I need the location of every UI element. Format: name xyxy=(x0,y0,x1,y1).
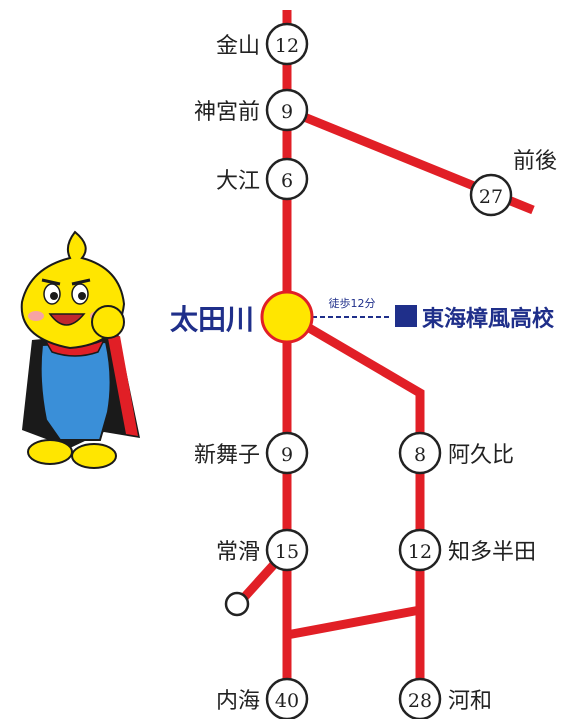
minutes-badge xyxy=(265,528,309,572)
mascot-cheek-left xyxy=(28,311,44,321)
station-name: 前後 xyxy=(513,149,557,174)
minutes-value: 15 xyxy=(275,541,299,563)
station-name: 金山 xyxy=(216,34,260,59)
station-agui: 8 阿久比 xyxy=(398,431,514,475)
minutes-value: 12 xyxy=(275,35,299,57)
minutes-badge xyxy=(398,528,442,572)
minutes-badge xyxy=(469,173,513,217)
mascot-pupil-right xyxy=(78,292,86,300)
station-name: 河和 xyxy=(448,689,492,714)
station-zengo: 27 前後 xyxy=(469,149,557,217)
minutes-value: 9 xyxy=(281,444,293,466)
station-name: 阿久比 xyxy=(448,443,514,468)
mascot-right-foot xyxy=(71,443,117,469)
station-name: 常滑 xyxy=(216,540,260,565)
station-tokoname: 15 常滑 xyxy=(216,528,309,572)
station-kowa: 28 河和 xyxy=(398,677,492,719)
station-utsumi: 40 内海 xyxy=(216,677,309,719)
mascot-left-foot xyxy=(27,439,73,465)
mascot-body xyxy=(39,340,112,441)
station-shinmaiko: 9 新舞子 xyxy=(194,431,309,475)
minutes-badge xyxy=(265,88,309,132)
mascot-fist xyxy=(91,305,125,339)
minutes-value: 6 xyxy=(281,170,293,192)
minutes-badge xyxy=(265,431,309,475)
mascot-mouth xyxy=(48,313,86,326)
minutes-badge xyxy=(265,157,309,201)
mascot-character xyxy=(20,230,140,469)
school-marker xyxy=(395,305,417,327)
mascot-brow-left xyxy=(41,278,61,286)
station-name: 知多半田 xyxy=(448,540,536,565)
minutes-value: 28 xyxy=(408,690,432,712)
otagawa-hub-circle xyxy=(260,290,314,344)
minutes-value: 40 xyxy=(275,690,299,712)
station-name: 神宮前 xyxy=(194,100,260,125)
minutes-badge xyxy=(398,677,442,719)
walk-label: 徒歩12分 xyxy=(329,296,376,310)
mascot-brow-right xyxy=(71,278,91,286)
station-name: 内海 xyxy=(216,689,260,714)
minutes-value: 12 xyxy=(408,541,432,563)
minutes-value: 9 xyxy=(281,101,293,123)
minutes-value: 8 xyxy=(414,444,426,466)
otagawa-label: 太田川 xyxy=(170,303,254,336)
mascot-pupil-left xyxy=(50,292,58,300)
minutes-badge xyxy=(265,22,309,66)
terminal-badge xyxy=(224,591,250,617)
minutes-badge xyxy=(398,431,442,475)
station-airport xyxy=(224,591,250,617)
station-name: 新舞子 xyxy=(194,443,260,468)
station-name: 大江 xyxy=(216,169,260,194)
kowa-line xyxy=(284,311,425,682)
station-jingumae: 9 神宮前 xyxy=(194,88,309,132)
station-oe: 6 大江 xyxy=(216,157,309,201)
minutes-value: 27 xyxy=(479,186,503,208)
school-name: 東海樟風高校 xyxy=(422,306,555,332)
minutes-badge xyxy=(265,677,309,719)
station-chitahanda: 12 知多半田 xyxy=(398,528,536,572)
station-kanayama: 12 金山 xyxy=(216,22,309,66)
mascot-cape-lining xyxy=(108,336,138,436)
utsumi-connector xyxy=(282,605,421,682)
